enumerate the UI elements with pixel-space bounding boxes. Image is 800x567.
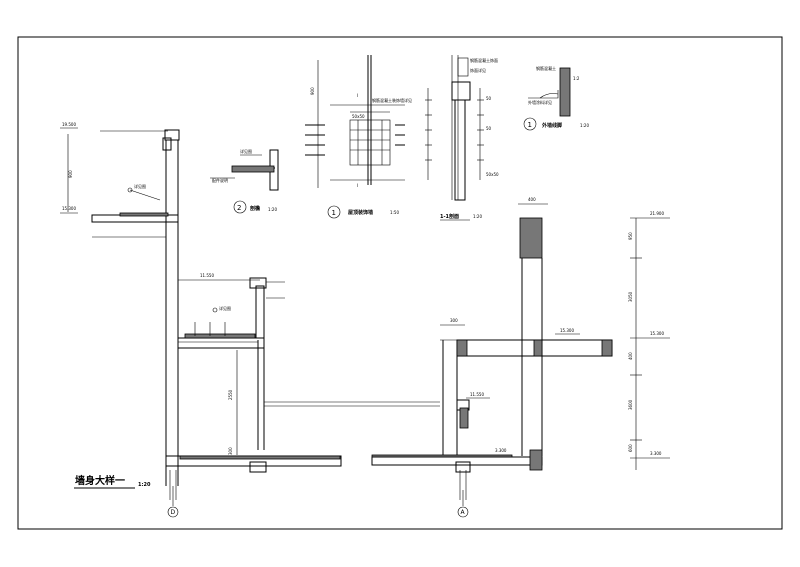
detail-railing: 900 钢筋混凝土装饰墙详见 50x50 I I 1 屋顶装饰墙 — [305, 55, 412, 219]
axis-label-a: A — [461, 509, 466, 516]
svg-text:详见图: 详见图 — [219, 305, 231, 311]
level-left-top: 19.500 — [62, 122, 76, 127]
svg-text:配件说明: 配件说明 — [212, 177, 228, 183]
axis-label-d: D — [171, 509, 176, 516]
svg-text:2550: 2550 — [228, 389, 233, 400]
svg-text:详见图: 详见图 — [134, 183, 146, 189]
svg-text:3050: 3050 — [628, 291, 633, 302]
detail-section-title: 1-1剖面 — [440, 213, 459, 220]
svg-text:11.550: 11.550 — [470, 392, 484, 397]
detail-parapet: 详见图 配件说明 2 剖檐 1:20 — [210, 148, 279, 214]
svg-text:钢筋混凝土装饰墙详见: 钢筋混凝土装饰墙详见 — [372, 97, 412, 103]
detail-parapet-bubble — [233, 200, 247, 214]
svg-text:1: 1 — [528, 121, 532, 129]
sheet-border — [17, 36, 783, 530]
main-scale: 1:20 — [138, 482, 151, 488]
svg-text:300: 300 — [228, 447, 233, 455]
detail-eave-title: 外墙线脚 — [542, 122, 562, 129]
svg-text:外墙涂料详见: 外墙涂料详见 — [528, 99, 552, 105]
svg-text:I: I — [357, 93, 358, 98]
right-level-dimensions: 21.900 15.300 3.300 950 3050 400 3600 60… — [628, 211, 670, 470]
svg-text:3600: 3600 — [628, 399, 633, 410]
svg-text:50x50: 50x50 — [486, 172, 499, 177]
svg-text:50: 50 — [486, 126, 492, 131]
svg-text:400: 400 — [628, 352, 633, 360]
main-title: 墙身大样一 — [75, 474, 125, 487]
svg-text:I: I — [357, 183, 358, 188]
svg-text:1: 1 — [332, 209, 336, 217]
detail-parapet-title: 剖檐 — [250, 205, 260, 212]
svg-text:15.300: 15.300 — [62, 206, 76, 211]
detail-railing-bubble — [327, 205, 341, 219]
svg-text:900: 900 — [310, 87, 315, 95]
detail-section-scale: 1:20 — [473, 214, 482, 219]
detail-railing-title: 屋顶装饰墙 — [348, 209, 373, 216]
detail-eave-bubble — [523, 117, 537, 131]
svg-text:1:2: 1:2 — [573, 76, 580, 81]
left-wall-section: 19.500 900 15.300 详见图 11.550 详见图 — [60, 122, 440, 518]
axis-bubble-d — [167, 506, 179, 518]
detail-eave-scale: 1:20 — [580, 123, 589, 128]
detail-railing-scale: 1:50 — [390, 210, 399, 215]
svg-text:饰面详见: 饰面详见 — [470, 67, 486, 73]
svg-text:400: 400 — [528, 197, 536, 202]
axis-bubble-a — [457, 506, 469, 518]
level-right-top: 21.900 — [650, 211, 664, 216]
svg-text:钢筋混凝土: 钢筋混凝土 — [536, 65, 556, 71]
detail-parapet-scale: 1:20 — [268, 207, 277, 212]
svg-text:11.550: 11.550 — [200, 273, 214, 278]
detail-section: 钢筋混凝土饰面 饰面详见 50 50 50x50 1-1剖面 1:20 — [425, 55, 499, 221]
svg-text:2: 2 — [237, 204, 241, 212]
svg-text:3.300: 3.300 — [495, 448, 507, 453]
svg-text:详见图: 详见图 — [240, 148, 252, 154]
svg-text:15.300: 15.300 — [560, 328, 574, 333]
svg-text:950: 950 — [628, 232, 633, 240]
detail-eave: 钢筋混凝土 1:2 外墙涂料详见 1 外墙线脚 1:20 — [523, 65, 589, 131]
level-right-ground: 3.300 — [650, 451, 662, 456]
svg-text:钢筋混凝土饰面: 钢筋混凝土饰面 — [470, 57, 498, 63]
right-wall-section: 400 300 15.300 11.550 3.300 A — [371, 197, 613, 518]
svg-text:600: 600 — [628, 444, 633, 452]
level-right-beam: 15.300 — [650, 331, 664, 336]
svg-text:50x50: 50x50 — [352, 114, 365, 119]
svg-text:900: 900 — [68, 170, 73, 178]
svg-text:300: 300 — [450, 318, 458, 323]
svg-text:50: 50 — [486, 96, 492, 101]
